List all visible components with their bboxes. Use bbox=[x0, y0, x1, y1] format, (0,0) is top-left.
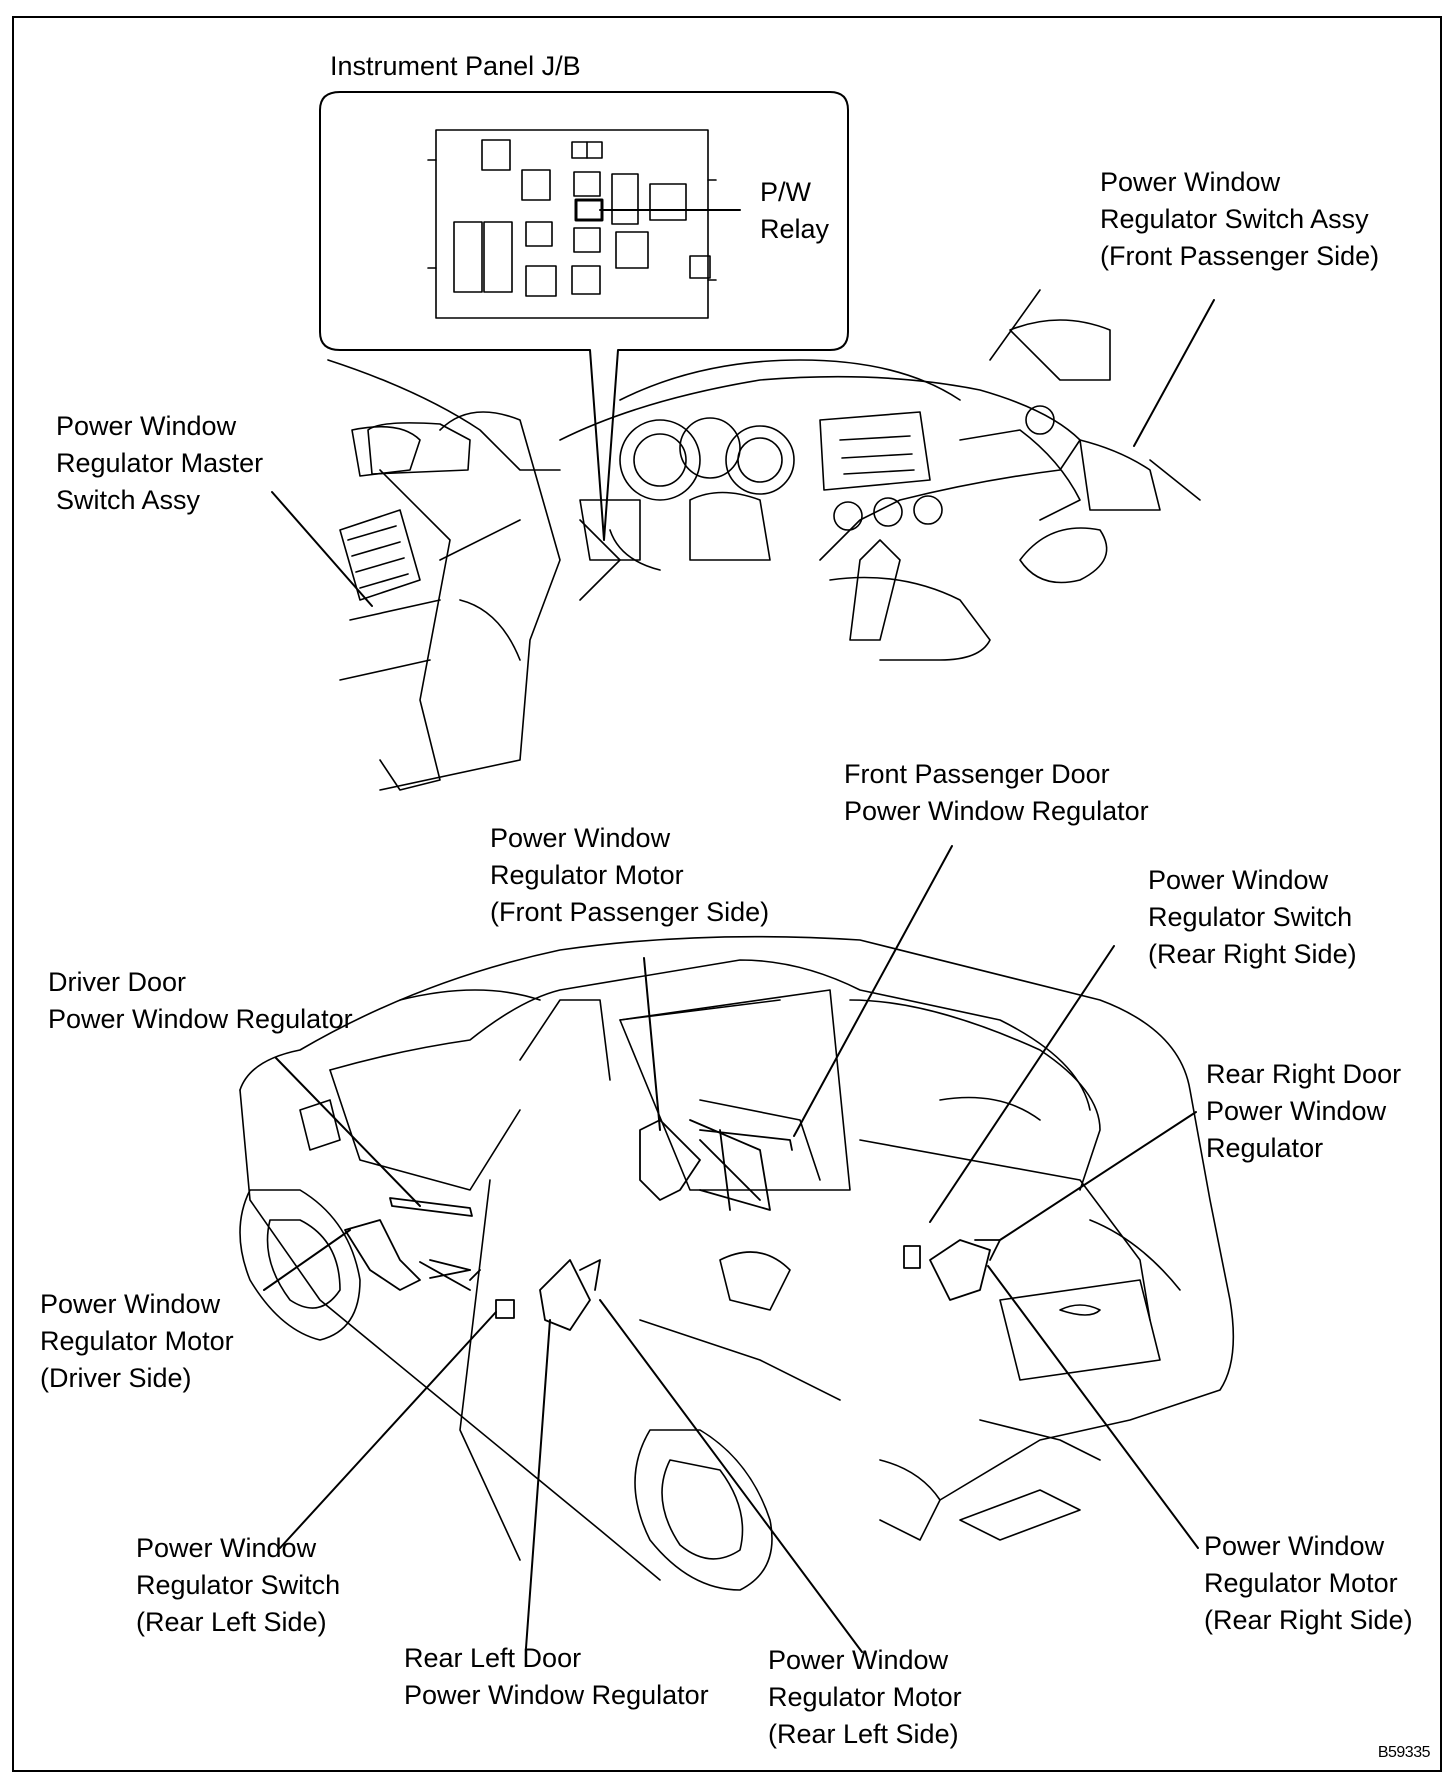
leader-lines bbox=[263, 299, 1215, 1653]
rear-left-regulator-label: Rear Left Door Power Window Regulator bbox=[404, 1643, 709, 1710]
junction-block bbox=[427, 129, 717, 319]
passenger-switch-assy-label: Power Window Regulator Switch Assy (Fron… bbox=[1100, 167, 1380, 271]
junction-block-callout bbox=[319, 91, 849, 541]
motor-front-passenger-label: Power Window Regulator Motor (Front Pass… bbox=[490, 823, 770, 927]
instrument-panel-jb-title: Instrument Panel J/B bbox=[330, 51, 581, 81]
switch-rear-right-label: Power Window Regulator Switch (Rear Righ… bbox=[1148, 865, 1357, 969]
door-components bbox=[344, 1119, 1001, 1331]
diagram-frame bbox=[12, 16, 1442, 1772]
motor-driver-label: Power Window Regulator Motor (Driver Sid… bbox=[40, 1289, 234, 1393]
dashboard-interior-sketch bbox=[327, 289, 1201, 791]
motor-rear-left-label: Power Window Regulator Motor (Rear Left … bbox=[768, 1645, 962, 1749]
driver-regulator-label: Driver Door Power Window Regulator bbox=[48, 967, 353, 1034]
instrument-panel-jb-label: Instrument Panel J/B bbox=[330, 48, 581, 85]
pw-relay-label: P/W Relay bbox=[760, 177, 830, 244]
master-switch-label: Power Window Regulator Master Switch Ass… bbox=[56, 411, 264, 515]
figure-code: B59335 bbox=[1377, 1744, 1431, 1761]
switch-rear-left-label: Power Window Regulator Switch (Rear Left… bbox=[136, 1533, 341, 1637]
front-passenger-regulator-label: Front Passenger Door Power Window Regula… bbox=[844, 759, 1149, 826]
vehicle-exterior-sketch bbox=[239, 935, 1235, 1591]
motor-rear-right-label: Power Window Regulator Motor (Rear Right… bbox=[1204, 1531, 1413, 1635]
rear-right-regulator-label: Rear Right Door Power Window Regulator bbox=[1206, 1059, 1402, 1163]
